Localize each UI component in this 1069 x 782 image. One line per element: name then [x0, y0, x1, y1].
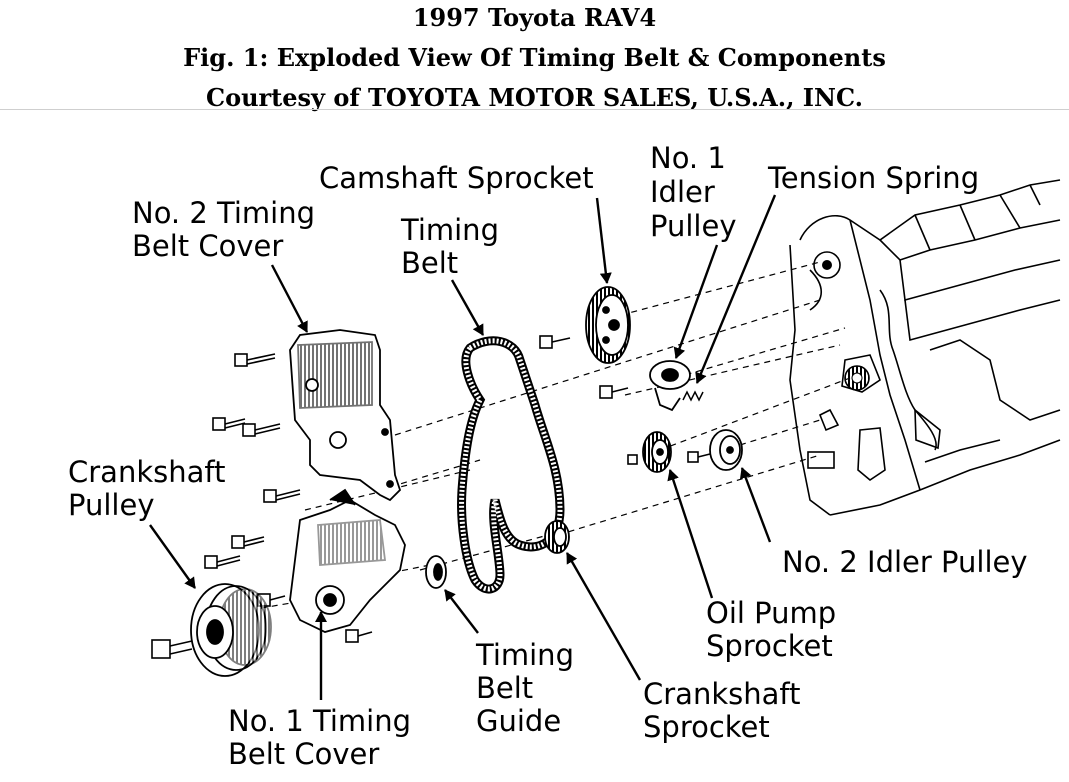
bolt-9: [539, 335, 571, 349]
crankshaft-sprocket: [544, 520, 570, 554]
figure-title: 1997 Toyota RAV4: [412, 3, 657, 32]
oil-pump-sprocket: [642, 431, 672, 473]
bolt-6: [204, 555, 241, 569]
crankshaft-pulley: [190, 583, 272, 677]
label-crankshaft-sprocket: Crankshaft Sprocket: [643, 677, 810, 744]
arrow-crankshaft-pulley: [149, 524, 196, 589]
label-timing-belt-guide: Timing Belt Guide: [475, 638, 583, 738]
arrow-crankshaft-sprocket: [565, 552, 642, 681]
arrow-camshaft-sprocket: [595, 197, 612, 284]
bolt-4: [263, 489, 301, 503]
bolt-8: [345, 629, 373, 643]
leader-arrows: [149, 194, 777, 700]
engine-cam-gear: [813, 251, 841, 279]
tension-spring: [682, 390, 704, 402]
figure-credit: Courtesy of TOYOTA MOTOR SALES, U.S.A., …: [205, 83, 864, 112]
timing-belt-guide: [425, 555, 447, 589]
engine-cam-hub: [822, 260, 832, 270]
arrow-timing-belt: [450, 279, 485, 336]
engine-block: [789, 179, 1061, 516]
arrow-no2-idler-pulley: [739, 467, 772, 543]
no2-idler-pulley: [709, 429, 743, 471]
arrow-timing-belt-guide: [444, 589, 479, 634]
label-tension-spring: Tension Spring: [767, 161, 979, 195]
engine-oil-pump-hub: [851, 372, 863, 384]
label-oil-pump-sprocket: Oil Pump Sprocket: [706, 596, 845, 663]
label-timing-belt: Timing Belt: [400, 213, 508, 280]
label-camshaft-sprocket: Camshaft Sprocket: [319, 161, 594, 195]
bolt-1: [234, 353, 276, 367]
label-no1-idler-pulley: No. 1 Idler Pulley: [650, 141, 736, 243]
arrow-no1-idler-pulley: [673, 244, 719, 359]
bolt-2: [212, 417, 246, 431]
nut-1: [627, 454, 638, 465]
camshaft-sprocket: [585, 286, 631, 364]
bolt-3: [242, 423, 281, 437]
no2-timing-belt-cover: [289, 329, 402, 502]
header-divider: [0, 109, 1069, 110]
no1-idler-pulley: [649, 360, 691, 412]
no1-timing-belt-cover: [289, 488, 406, 633]
label-no1-timing-belt-cover: No. 1 Timing Belt Cover: [228, 704, 420, 771]
timing-belt: [457, 336, 565, 594]
crank-bolt: [151, 639, 193, 659]
figure-caption: Fig. 1: Exploded View Of Timing Belt & C…: [183, 43, 886, 72]
bolt-11: [687, 451, 711, 463]
bolt-10: [599, 385, 629, 399]
arrow-no2-timing-belt-cover: [270, 264, 309, 333]
engine-crank-nose: [807, 451, 835, 469]
label-crankshaft-pulley: Crankshaft Pulley: [68, 455, 235, 522]
bolt-set: [151, 335, 711, 659]
bolt-5: [231, 535, 265, 549]
arrow-oil-pump-sprocket: [667, 469, 714, 599]
label-no2-idler-pulley: No. 2 Idler Pulley: [782, 545, 1028, 579]
label-no2-timing-belt-cover: No. 2 Timing Belt Cover: [132, 196, 324, 263]
arrow-tension-spring: [695, 194, 777, 384]
